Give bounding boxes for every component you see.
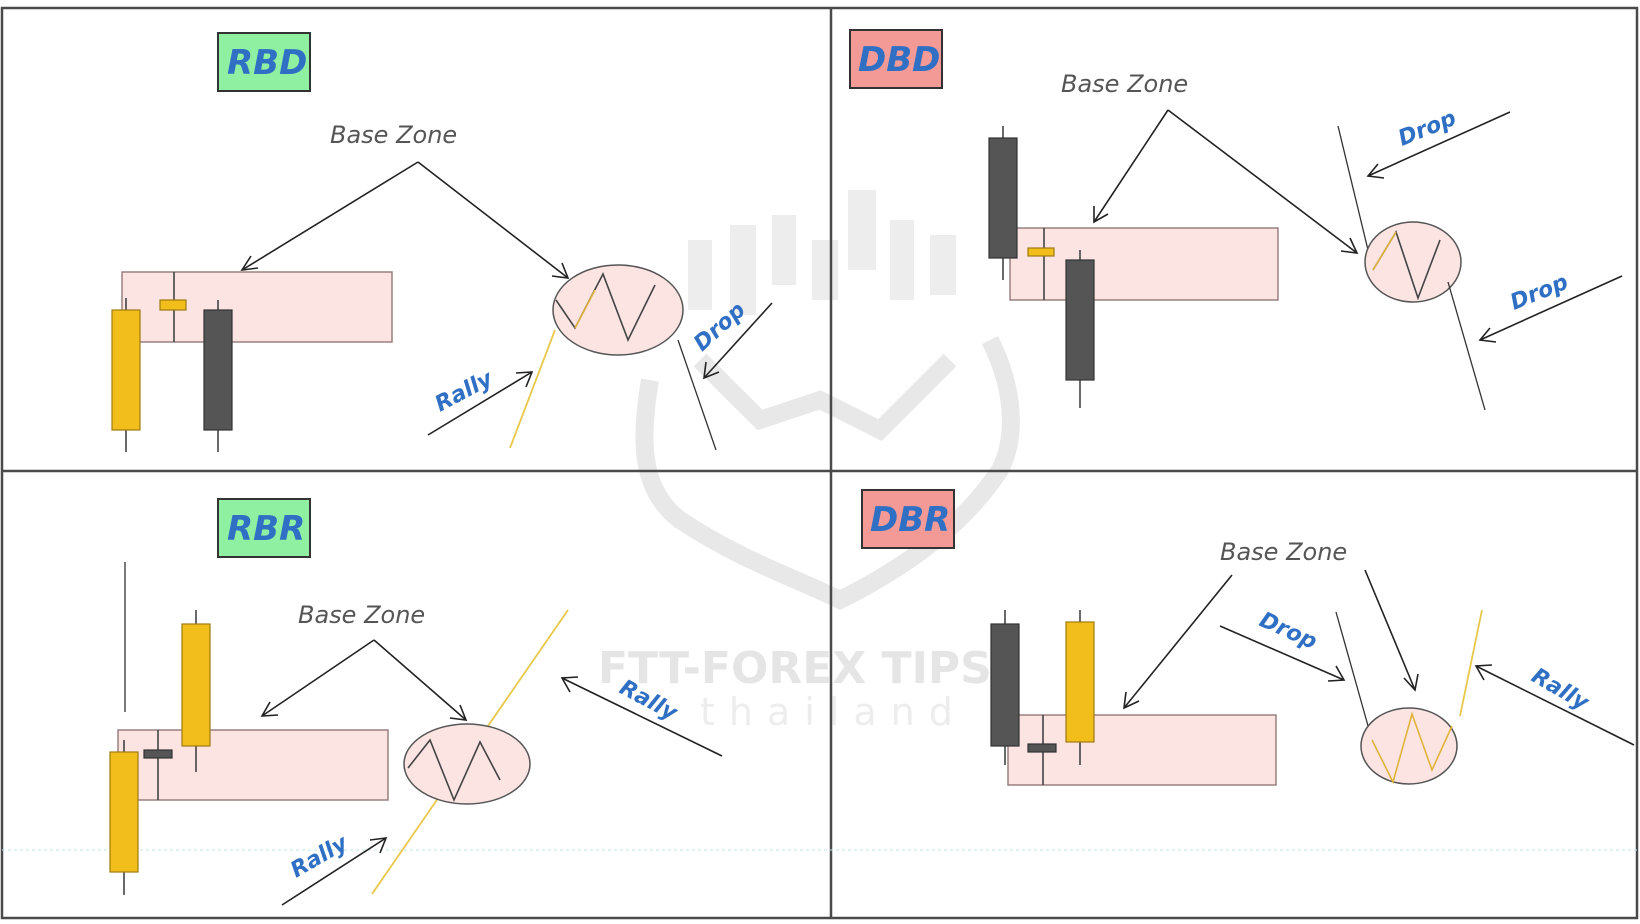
dbr-zigzag [1371,711,1453,785]
rbd-zigzag-highlight [574,289,596,329]
rbd-candle-2 [159,299,187,311]
dbr-drop-arrow [1219,625,1345,681]
rbr-rally-arrow-right [561,677,723,757]
panel-rbd: RBD Base Zone Rally Drop [111,32,773,452]
dbd-candle-3 [1065,259,1095,381]
dbr-candle-3 [1065,621,1095,743]
dbd-drop-label-top: Drop [1395,106,1460,152]
dbd-candle-1 [988,137,1018,259]
rbd-candle-1 [111,309,141,431]
dbr-candle-1 [990,623,1020,747]
rbr-candle-1 [109,751,139,873]
dbd-base-zone [1009,227,1279,301]
rbd-drop-arrowhead [703,361,720,380]
rbd-arrow-right [417,161,569,279]
rbr-zigzag [407,738,501,803]
dbd-arrow-right [1167,109,1358,254]
rbd-arrow-left [241,161,419,271]
rbd-tag-label: RBD [227,43,307,83]
dbd-drop-arrow-bottom [1479,275,1623,341]
rbr-tag [217,498,311,558]
dbr-tag-label: DBR [870,500,950,540]
rbr-rally-label-left: Rally [287,830,354,883]
dbd-drop-line-bottom [1447,281,1486,411]
rbd-tag [217,32,311,92]
dbr-arrowhead-left [1123,691,1140,710]
dbd-zigzag-highlight [1372,231,1397,271]
dbr-drop-label: Drop [1256,608,1321,655]
watermark-logo-icon [635,190,1020,611]
watermark-subtitle: thailand [700,690,967,734]
rbr-rally-arrowhead-left [369,837,388,854]
rbr-arrow-right [373,639,467,721]
dbr-rally-arrow [1475,665,1635,746]
rbd-rally-line [509,329,556,449]
panel-dbd: DBD Base Zone Drop Drop [849,29,1623,411]
dbr-tag [861,489,955,549]
dbr-rally-line [1459,609,1483,717]
rbd-base-zone-label: Base Zone [330,121,457,149]
dbr-arrow-left [1123,574,1233,709]
rbd-drop-arrow [703,302,773,379]
rbr-base-zone-label: Base Zone [298,601,425,629]
dbr-drop-arrowhead [1327,665,1346,682]
dbd-candle-2 [1027,247,1055,257]
rbd-rally-arrowhead [515,371,534,388]
dbd-arrowhead-left [1093,206,1109,224]
rbd-rally-label: Rally [431,366,498,418]
rbd-candle-3 [203,309,233,431]
rbr-zone-circle [403,723,531,805]
panel-dbr: DBR Base Zone Drop Rally [861,489,1635,786]
dbr-rally-arrowhead [1474,664,1493,681]
dbd-tag [849,29,943,89]
dbd-drop-label-bottom: Drop [1507,270,1572,316]
panel-frame [0,6,1639,920]
rbd-base-zone [121,271,393,343]
rbr-candle-2 [143,749,173,759]
dbd-drop-arrow-top [1367,111,1511,177]
dbd-drop-line-top [1337,125,1369,251]
rbd-arrowhead-right [551,262,570,279]
dbd-zone-circle [1364,221,1462,303]
dbr-candle-2 [1027,743,1057,753]
watermark-title: FTT-FOREX TIPS [598,643,992,694]
watermark: FTT-FOREX TIPS thailand [598,190,1020,734]
dbr-arrow-right [1364,569,1416,691]
rbd-zone-circle [552,264,684,356]
rbr-base-zone [117,729,389,801]
dbd-arrow-left [1093,109,1169,223]
dbr-base-zone-label: Base Zone [1220,538,1347,566]
dbd-base-zone-label: Base Zone [1061,70,1188,98]
dbd-tag-label: DBD [858,40,940,80]
rbr-rally-arrowhead-right [560,676,579,693]
rbr-tag-label: RBR [227,509,305,549]
panel-rbr: RBR Base Zone Rally Rally [109,498,723,906]
dbd-arrowhead-right [1340,237,1359,254]
rbr-arrow-left [261,639,375,717]
rbd-arrowhead-left [240,255,259,272]
rbr-arrowhead-right [449,704,468,721]
dbd-drop-arrowhead-bottom [1478,327,1497,343]
dbd-drop-arrowhead-top [1366,163,1385,179]
rbd-zigzag [555,272,656,343]
rbr-rally-arrow-left [281,837,387,906]
rbr-candle-3 [181,623,211,747]
rbr-arrowhead-left [260,701,279,717]
dbr-drop-line [1335,611,1373,741]
dbr-arrowhead-right [1403,673,1419,692]
rbd-drop-line [677,339,717,451]
rbd-rally-arrow [427,371,533,436]
